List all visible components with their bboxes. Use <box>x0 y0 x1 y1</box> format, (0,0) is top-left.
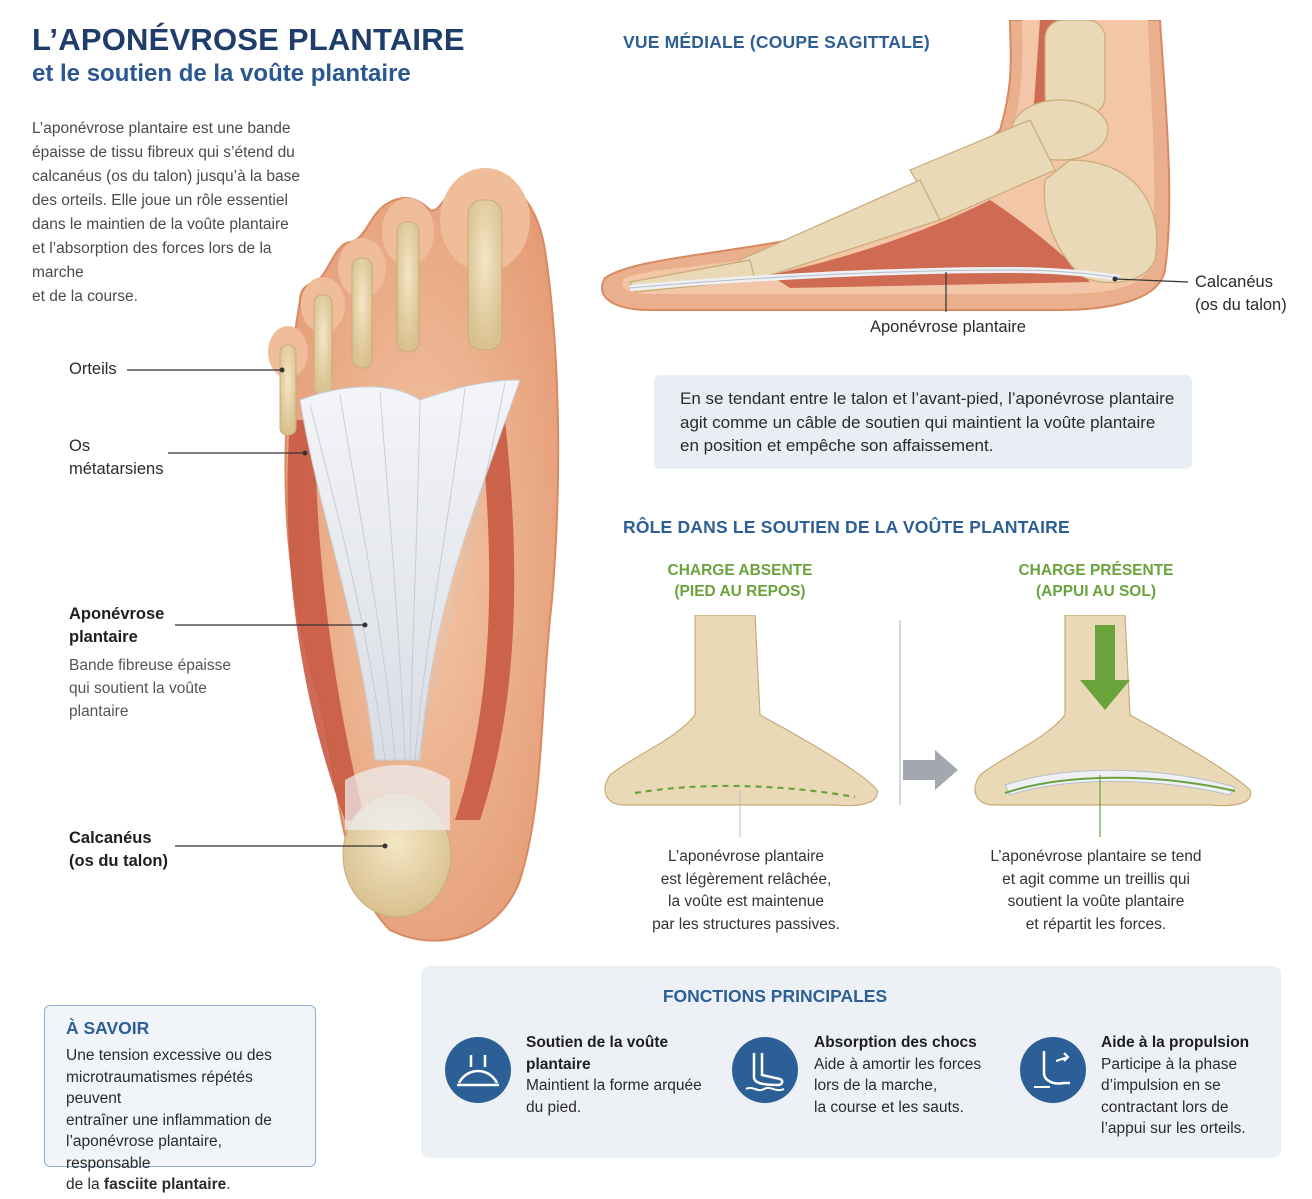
label-calcaneus: Calcanéus (os du talon) <box>69 829 168 870</box>
role-heading: RÔLE DANS LE SOUTIEN DE LA VOÛTE PLANTAI… <box>623 517 1070 537</box>
shock-absorption-icon <box>732 1037 798 1103</box>
fonctions-principales-panel: FONCTIONS PRINCIPALES Soutien de la voût… <box>421 966 1281 1158</box>
fonction-soutien: Soutien de la voûte plantaire Maintient … <box>526 1034 702 1116</box>
caption-rest: L’aponévrose plantaire est légèrement re… <box>652 848 840 933</box>
charge-presente-title: CHARGE PRÉSENTE (APPUI AU SOL) <box>1018 562 1174 600</box>
fonctions-heading: FONCTIONS PRINCIPALES <box>662 986 888 1006</box>
page-subtitle: et le soutien de la voûte plantaire <box>32 60 411 87</box>
propulsion-icon <box>1020 1037 1086 1103</box>
label-orteils: Orteils <box>69 360 117 378</box>
charge-absente-title: CHARGE ABSENTE (PIED AU REPOS) <box>667 562 813 600</box>
page-title: L’APONÉVROSE PLANTAIRE <box>32 22 465 57</box>
label-metatarsiens: Os métatarsiens <box>69 437 164 478</box>
foot-at-rest <box>604 615 878 837</box>
label-aponevrose: Aponévrose plantaire Bande fibreuse épai… <box>69 605 232 720</box>
intro-text: L’aponévrose plantaire est une bande épa… <box>32 120 300 305</box>
fonction-absorption: Absorption des chocs Aide à amortir les … <box>814 1034 982 1116</box>
a-savoir-box: À SAVOIR Une tension excessive ou des mi… <box>44 1005 316 1193</box>
caption-load: L’aponévrose plantaire se tend et agit c… <box>990 848 1202 933</box>
fonction-propulsion: Aide à la propulsion Participe à la phas… <box>1101 1034 1250 1137</box>
medial-label-calcaneus: Calcanéus (os du talon) <box>1195 273 1287 314</box>
arch-comparison-illustration <box>604 615 1252 837</box>
medial-view-heading: VUE MÉDIALE (COUPE SAGITTALE) <box>623 32 930 52</box>
medial-foot-illustration <box>601 20 1189 312</box>
medial-label-aponevrose: Aponévrose plantaire <box>870 318 1026 336</box>
medial-info-box: En se tendant entre le talon et l’avant-… <box>654 375 1192 469</box>
load-arrow-icon <box>1080 625 1130 710</box>
arch-support-icon <box>445 1037 511 1103</box>
foot-under-load <box>974 615 1252 837</box>
